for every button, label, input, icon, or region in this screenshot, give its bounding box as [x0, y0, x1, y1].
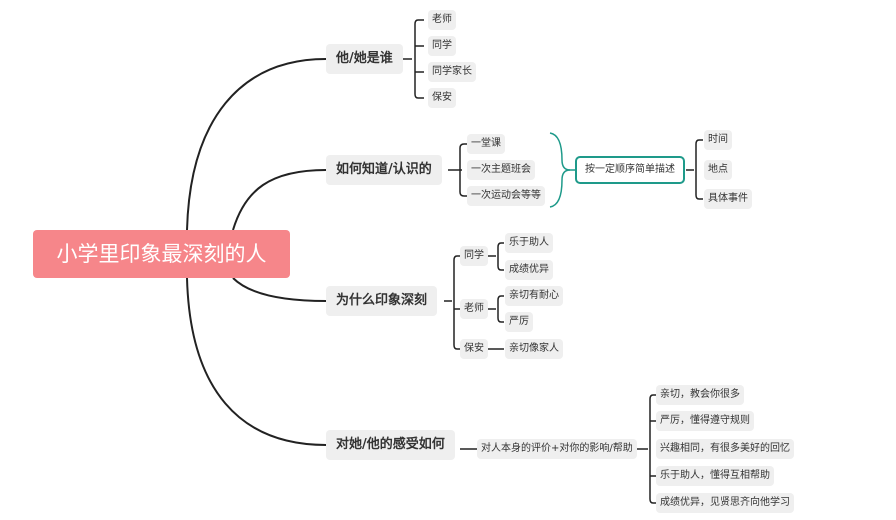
- subtopic[interactable]: 时间: [704, 130, 732, 150]
- subtopic[interactable]: 保安: [428, 88, 456, 108]
- subtopic[interactable]: 乐于助人: [505, 233, 553, 253]
- topic-who[interactable]: 他/她是谁: [326, 44, 403, 74]
- subtopic[interactable]: 兴趣相同，有很多美好的回忆: [656, 439, 794, 459]
- subtopic[interactable]: 一次运动会等等: [467, 186, 545, 206]
- subtopic[interactable]: 成绩优异，见贤思齐向他学习: [656, 493, 794, 513]
- subtopic[interactable]: 乐于助人，懂得互相帮助: [656, 466, 774, 486]
- subtopic[interactable]: 一堂课: [467, 134, 505, 154]
- subtopic[interactable]: 保安: [460, 339, 488, 359]
- summary-node[interactable]: 按一定顺序简单描述: [575, 156, 685, 184]
- subtopic[interactable]: 严厉: [505, 312, 533, 332]
- subtopic[interactable]: 严厉，懂得遵守规则: [656, 411, 754, 431]
- subtopic[interactable]: 同学: [460, 246, 488, 266]
- subtopic[interactable]: 亲切，教会你很多: [656, 385, 744, 405]
- subtopic[interactable]: 一次主题班会: [467, 160, 535, 180]
- root-topic[interactable]: 小学里印象最深刻的人: [33, 230, 290, 278]
- topic-how-known[interactable]: 如何知道/认识的: [326, 155, 442, 185]
- subtopic[interactable]: 同学家长: [428, 62, 476, 82]
- subtopic[interactable]: 老师: [428, 10, 456, 30]
- subtopic[interactable]: 亲切有耐心: [505, 286, 563, 306]
- subtopic[interactable]: 成绩优异: [505, 260, 553, 280]
- topic-feelings[interactable]: 对她/他的感受如何: [326, 430, 455, 460]
- subtopic[interactable]: 同学: [428, 36, 456, 56]
- topic-why-impressed[interactable]: 为什么印象深刻: [326, 286, 438, 316]
- subtopic[interactable]: 亲切像家人: [505, 339, 563, 359]
- subtopic[interactable]: 具体事件: [704, 189, 752, 209]
- subtopic[interactable]: 地点: [704, 160, 732, 180]
- subtopic[interactable]: 对人本身的评价+对你的影响/帮助: [477, 439, 637, 459]
- subtopic[interactable]: 老师: [460, 299, 488, 319]
